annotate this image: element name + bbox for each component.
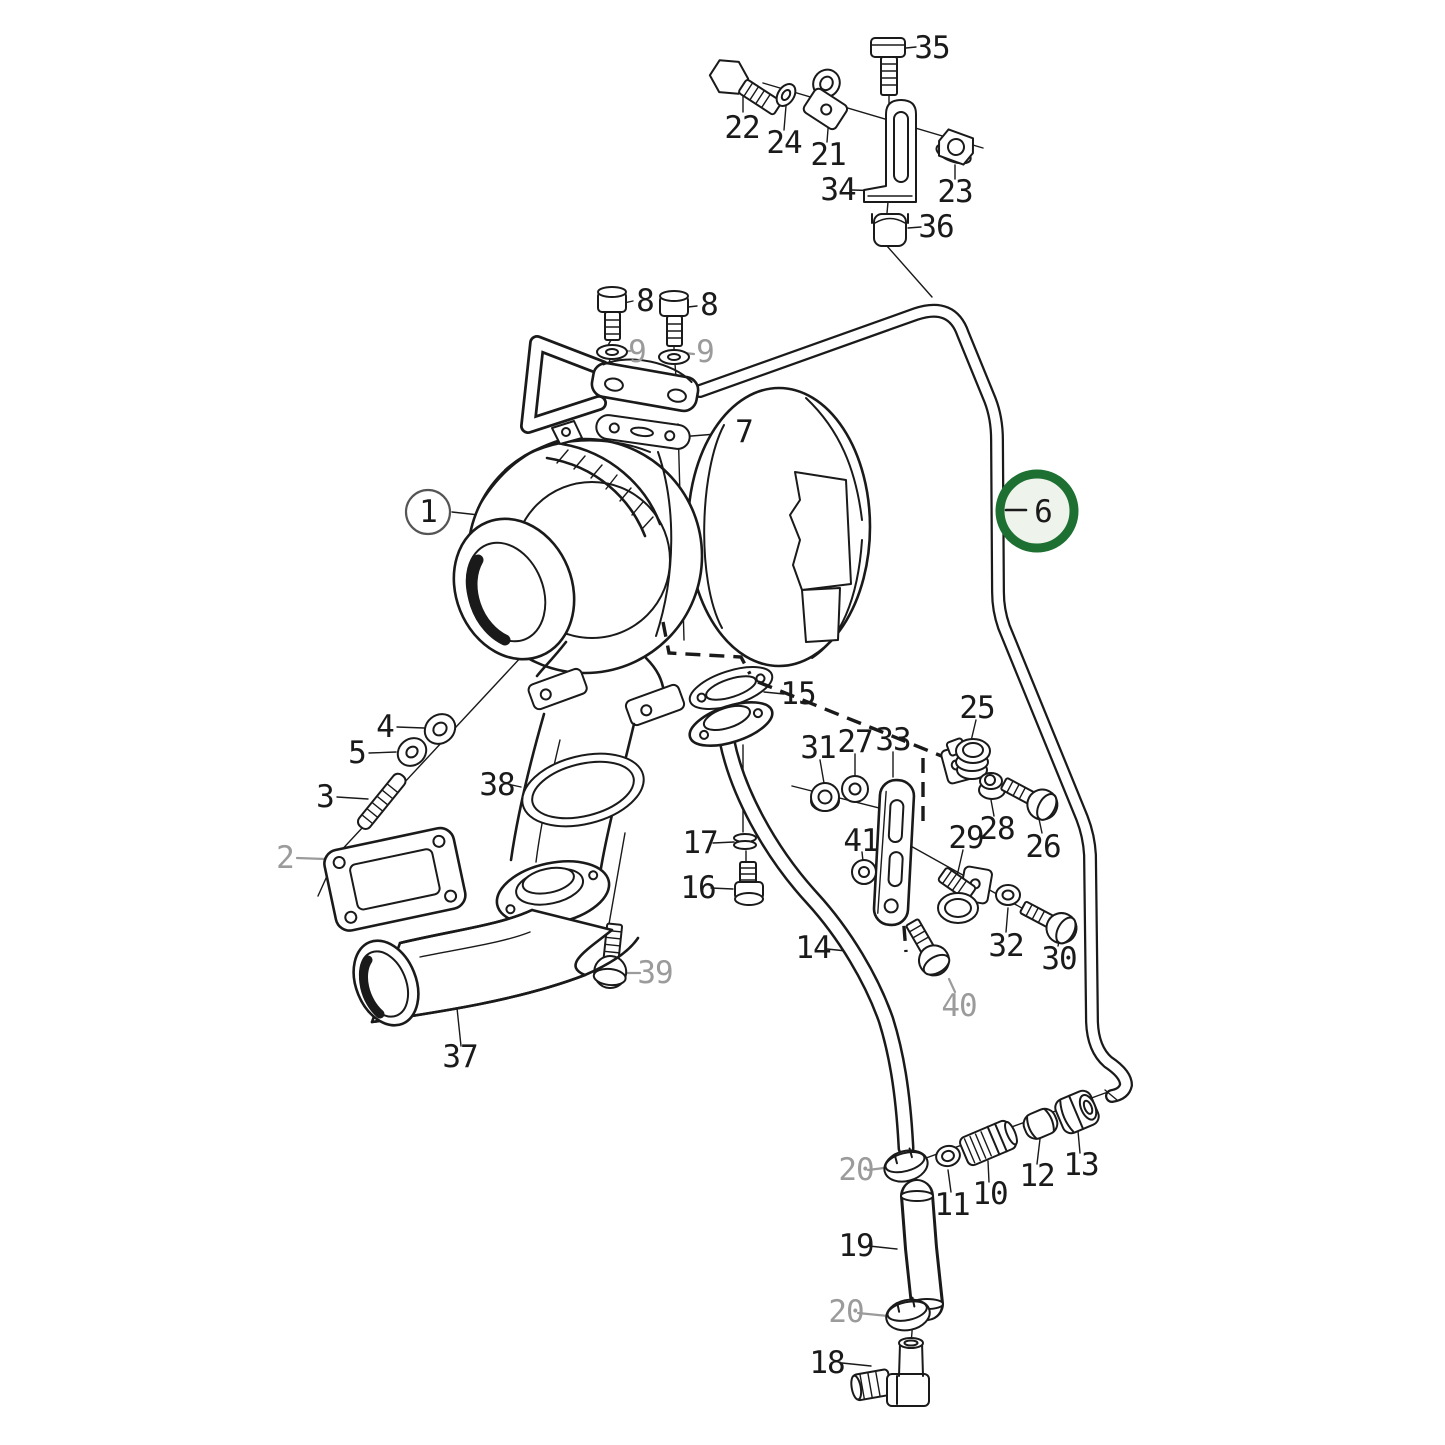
part-label-16: 16 xyxy=(680,870,715,906)
part-label-14: 14 xyxy=(795,930,831,966)
bolt-26 xyxy=(1000,777,1059,821)
part-label-35: 35 xyxy=(914,30,949,66)
washer-24 xyxy=(775,83,797,107)
bracket-34 xyxy=(863,99,917,203)
washer-32 xyxy=(995,884,1021,906)
bolt-8-right xyxy=(659,290,689,347)
part-label-1: 1 xyxy=(419,494,437,530)
elbow-flange xyxy=(495,860,611,926)
nut-13 xyxy=(1054,1089,1100,1135)
part-label-9: 9 xyxy=(628,334,646,370)
drain-flange xyxy=(688,701,774,747)
oil-drain-pipe-14 xyxy=(718,732,915,1157)
v-band-clamp xyxy=(545,420,662,538)
part-label-23: 23 xyxy=(937,174,972,210)
stud-3 xyxy=(356,772,407,830)
part-label-11: 11 xyxy=(934,1187,969,1223)
part-label-8: 8 xyxy=(636,283,654,319)
part-label-2: 2 xyxy=(276,840,294,876)
o-ring-38 xyxy=(521,752,645,828)
bolt-8-left xyxy=(597,286,627,341)
bracket-33 xyxy=(872,778,916,927)
part-label-19: 19 xyxy=(838,1228,873,1264)
part-label-32: 32 xyxy=(988,928,1023,964)
part-label-41: 41 xyxy=(843,823,878,859)
part-label-27: 27 xyxy=(837,724,872,760)
bolt-16 xyxy=(734,861,764,906)
part-label-3: 3 xyxy=(316,779,334,815)
part-label-4: 4 xyxy=(376,709,394,745)
bolt-30 xyxy=(1019,900,1078,945)
part-label-8: 8 xyxy=(700,287,718,323)
nut-23 xyxy=(935,128,975,166)
bolt-35 xyxy=(870,37,906,96)
spacer-36 xyxy=(871,213,909,247)
gasket-15 xyxy=(688,666,774,710)
nut-4 xyxy=(423,713,457,745)
part-label-13: 13 xyxy=(1063,1147,1098,1183)
callout-balloon-1 xyxy=(404,488,452,536)
part-label-36: 36 xyxy=(918,209,953,245)
clamp-29 xyxy=(937,865,993,924)
part-label-40: 40 xyxy=(941,988,976,1024)
part-label-17: 17 xyxy=(682,825,717,861)
part-label-33: 33 xyxy=(875,722,910,758)
part-label-5: 5 xyxy=(348,735,366,771)
part-label-34: 34 xyxy=(820,172,856,208)
part-label-26: 26 xyxy=(1025,829,1060,865)
clamp-25 xyxy=(940,737,991,785)
nipple-10 xyxy=(959,1119,1018,1167)
part-label-30: 30 xyxy=(1041,941,1076,977)
part-label-9: 9 xyxy=(696,334,714,370)
washer-28 xyxy=(978,772,1006,800)
clamp-21 xyxy=(802,68,849,131)
part-label-37: 37 xyxy=(442,1039,477,1075)
grommet-17 xyxy=(733,833,757,850)
nut-31 xyxy=(810,782,840,812)
highlight-marker-part-6 xyxy=(995,469,1079,553)
hose-clamp-20-lower xyxy=(885,1296,931,1332)
part-label-10: 10 xyxy=(972,1176,1007,1212)
part-label-21: 21 xyxy=(810,137,845,173)
rubber-elbow-37 xyxy=(352,908,640,1027)
mounting-plate xyxy=(590,358,700,413)
part-label-22: 22 xyxy=(724,110,759,146)
washer-27 xyxy=(841,775,869,803)
gasket-2 xyxy=(323,826,467,932)
washer-9-left xyxy=(596,344,628,360)
compressor-inlet xyxy=(452,517,576,661)
highlight-ring xyxy=(995,469,1079,553)
part-label-25: 25 xyxy=(959,690,994,726)
washer-5 xyxy=(396,737,428,767)
lifting-bracket xyxy=(520,335,610,434)
part-label-20: 20 xyxy=(838,1152,873,1188)
washer-9-right xyxy=(658,349,690,365)
seal-ring-11 xyxy=(935,1144,961,1168)
part-label-38: 38 xyxy=(479,767,514,803)
elbow-fitting-18 xyxy=(850,1337,930,1407)
nut-41 xyxy=(851,859,877,885)
part-label-31: 31 xyxy=(800,730,835,766)
part-label-7: 7 xyxy=(735,414,753,450)
part-label-18: 18 xyxy=(809,1345,844,1381)
part-label-15: 15 xyxy=(780,676,815,712)
hose-clamp-20-upper xyxy=(883,1147,929,1183)
sleeve-12 xyxy=(1022,1107,1059,1140)
part-label-20: 20 xyxy=(828,1294,863,1330)
part-label-24: 24 xyxy=(766,125,802,161)
turbocharger-body xyxy=(452,386,872,675)
bolt-40 xyxy=(905,918,951,977)
part-label-28: 28 xyxy=(979,811,1014,847)
part-label-29: 29 xyxy=(948,820,983,856)
oil-feed-pipe-6 xyxy=(693,303,1133,1103)
gasket-7 xyxy=(595,414,691,450)
bolt-22 xyxy=(708,59,782,116)
part-label-12: 12 xyxy=(1019,1158,1054,1194)
part-label-6: 6 xyxy=(1034,494,1052,530)
part-label-39: 39 xyxy=(637,955,672,991)
